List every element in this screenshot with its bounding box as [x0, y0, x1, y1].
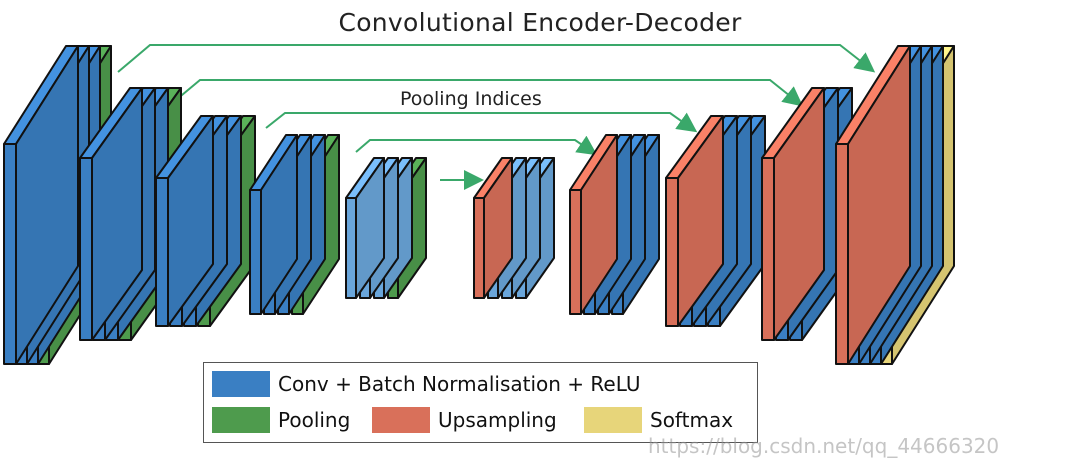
slab-front — [761, 157, 775, 341]
pooling-swatch — [212, 407, 270, 433]
upsampling-swatch — [372, 407, 430, 433]
legend: Conv + Batch Normalisation + ReLU Poolin… — [203, 362, 758, 443]
slab-front — [249, 189, 262, 315]
pooling-indices-arrows — [117, 44, 876, 190]
softmax-swatch — [584, 407, 642, 433]
upsampling-layer — [473, 157, 513, 299]
upsampling-layer — [665, 115, 724, 327]
legend-label-softmax: Softmax — [650, 408, 734, 432]
encoder-block-1 — [3, 45, 112, 365]
encoder-block-3 — [155, 115, 256, 327]
encoder-block-5 — [345, 157, 427, 299]
decoder-block-1 — [835, 45, 955, 365]
slab-front — [835, 143, 849, 365]
pooling-indices-arrow-4 — [355, 135, 598, 156]
legend-label-upsample: Upsampling — [438, 408, 557, 432]
network-layers — [3, 45, 955, 365]
pooling-indices-arrow-3 — [265, 112, 698, 133]
upsampling-layer — [835, 45, 911, 365]
legend-label-conv: Conv + Batch Normalisation + ReLU — [278, 372, 641, 396]
legend-item-conv: Conv + Batch Normalisation + ReLU — [212, 371, 641, 397]
pooling-indices-arrow-1 — [117, 44, 876, 73]
legend-label-pool: Pooling — [278, 408, 351, 432]
conv-layer — [155, 115, 214, 327]
skip-connection-label: Pooling Indices — [400, 88, 542, 110]
slab-front — [345, 197, 357, 299]
watermark: https://blog.csdn.net/qq_44666320 — [648, 434, 1000, 458]
decoder-block-4 — [569, 134, 660, 315]
conv-layer — [3, 45, 79, 365]
slab-front — [569, 189, 582, 315]
slab-front — [3, 143, 17, 365]
upsampling-layer — [569, 134, 618, 315]
decoder-block-5 — [473, 157, 555, 299]
slab-front — [79, 157, 93, 341]
legend-item-upsample: Upsampling — [372, 407, 557, 433]
slab-front — [155, 177, 169, 327]
slab-front — [473, 197, 485, 299]
encoder-block-4 — [249, 134, 340, 315]
conv-layer — [345, 157, 385, 299]
conv-swatch — [212, 371, 270, 397]
legend-item-softmax: Softmax — [584, 407, 733, 433]
slab-front — [665, 177, 679, 327]
diagram-title: Convolutional Encoder-Decoder — [338, 8, 742, 37]
legend-item-pool: Pooling — [212, 407, 350, 433]
decoder-block-3 — [665, 115, 766, 327]
upsampling-layer — [761, 87, 825, 341]
conv-layer — [249, 134, 298, 315]
pooling-indices-arrow-2 — [175, 79, 804, 107]
conv-layer — [79, 87, 143, 341]
